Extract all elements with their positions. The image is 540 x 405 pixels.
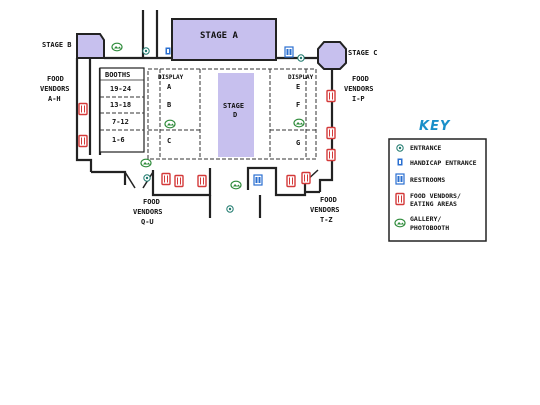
section-c-label: C xyxy=(167,137,171,145)
svg-text:VENDORS: VENDORS xyxy=(133,208,163,216)
main-hall xyxy=(147,68,317,160)
key-item-label: HANDICAP ENTRANCE xyxy=(410,159,477,167)
stage-c-area xyxy=(317,41,347,70)
section-g-label: G xyxy=(296,139,300,147)
food-vendor-icon[interactable] xyxy=(301,171,311,185)
section-f-label: F xyxy=(296,101,300,109)
corridor-line xyxy=(124,171,136,189)
entrance-icon xyxy=(396,144,404,152)
key-item-label: FOOD VENDORS/ xyxy=(410,192,461,200)
svg-text:VENDORS: VENDORS xyxy=(40,85,70,93)
stage-d-label: D xyxy=(233,111,237,119)
food-vendor-icon[interactable] xyxy=(78,102,88,116)
entrance-icon[interactable] xyxy=(143,174,151,182)
stage-b-area xyxy=(76,33,105,59)
svg-text:VENDORS: VENDORS xyxy=(344,85,374,93)
stage-c-label: STAGE C xyxy=(348,49,378,57)
booth-row: 7-12 xyxy=(112,118,129,126)
restroom-icon xyxy=(395,173,405,185)
key-item-label: ENTRANCE xyxy=(410,144,441,152)
food-vendors-qu-label: FOOD VENDORS Q-U xyxy=(133,198,163,226)
food-vendor-icon[interactable] xyxy=(174,174,184,188)
display-left-label: DISPLAY xyxy=(158,74,184,81)
key-item-label: RESTROOMS xyxy=(410,176,445,184)
entrance-icon[interactable] xyxy=(142,47,150,55)
booth-row: 19-24 xyxy=(110,85,131,93)
entrance-icon[interactable] xyxy=(297,54,305,62)
svg-text:Q-U: Q-U xyxy=(141,218,154,226)
key-item-label: EATING AREAS xyxy=(410,200,457,208)
svg-text:VENDORS: VENDORS xyxy=(310,206,340,214)
food-vendor-icon[interactable] xyxy=(326,148,336,162)
gallery-icon[interactable] xyxy=(293,118,305,128)
stage-d-label: STAGE xyxy=(223,102,244,110)
booths-header: BOOTHS xyxy=(105,71,130,79)
svg-text:FOOD: FOOD xyxy=(143,198,160,206)
food-vendor-icon[interactable] xyxy=(326,89,336,103)
gallery-icon[interactable] xyxy=(164,119,176,129)
section-a-label: A xyxy=(167,83,172,91)
handicap-entrance-icon[interactable] xyxy=(165,47,171,55)
gallery-icon[interactable] xyxy=(140,158,152,168)
food-vendor-icon xyxy=(395,192,405,206)
booth-row: 13-18 xyxy=(110,101,131,109)
key-item-label: PHOTOBOOTH xyxy=(410,224,449,232)
svg-text:FOOD: FOOD xyxy=(47,75,64,83)
food-vendor-icon[interactable] xyxy=(326,126,336,140)
stage-d-area xyxy=(218,73,254,157)
food-vendors-ip-label: FOOD VENDORS I-P xyxy=(344,75,374,103)
section-b-label: B xyxy=(167,101,171,109)
food-vendor-icon[interactable] xyxy=(286,174,296,188)
key-item-label: GALLERY/ xyxy=(410,215,441,223)
booth-block xyxy=(99,67,145,153)
gallery-icon xyxy=(394,218,406,228)
gallery-icon[interactable] xyxy=(230,180,242,190)
display-right-label: DISPLAY xyxy=(288,74,314,81)
restroom-icon[interactable] xyxy=(253,174,263,186)
food-vendor-icon[interactable] xyxy=(78,134,88,148)
food-vendors-tz-label: FOOD VENDORS T-Z xyxy=(310,196,340,224)
gallery-icon[interactable] xyxy=(111,42,123,52)
svg-text:FOOD: FOOD xyxy=(320,196,337,204)
food-vendor-icon[interactable] xyxy=(161,172,171,186)
svg-text:T-Z: T-Z xyxy=(320,216,333,224)
stage-a-area xyxy=(171,18,277,61)
svg-text:FOOD: FOOD xyxy=(352,75,369,83)
key-title: KEY xyxy=(419,119,451,134)
stage-a-label: STAGE A xyxy=(200,31,239,41)
entrance-icon[interactable] xyxy=(226,205,234,213)
svg-text:I-P: I-P xyxy=(352,95,365,103)
handicap-entrance-icon xyxy=(397,158,403,166)
svg-text:A-H: A-H xyxy=(48,95,61,103)
restroom-icon[interactable] xyxy=(284,46,294,58)
stage-b-label: STAGE B xyxy=(42,41,72,49)
booth-row: 1-6 xyxy=(112,136,125,144)
food-vendor-icon[interactable] xyxy=(197,174,207,188)
food-vendors-ah-label: FOOD VENDORS A-H xyxy=(40,75,70,103)
section-e-label: E xyxy=(296,83,300,91)
